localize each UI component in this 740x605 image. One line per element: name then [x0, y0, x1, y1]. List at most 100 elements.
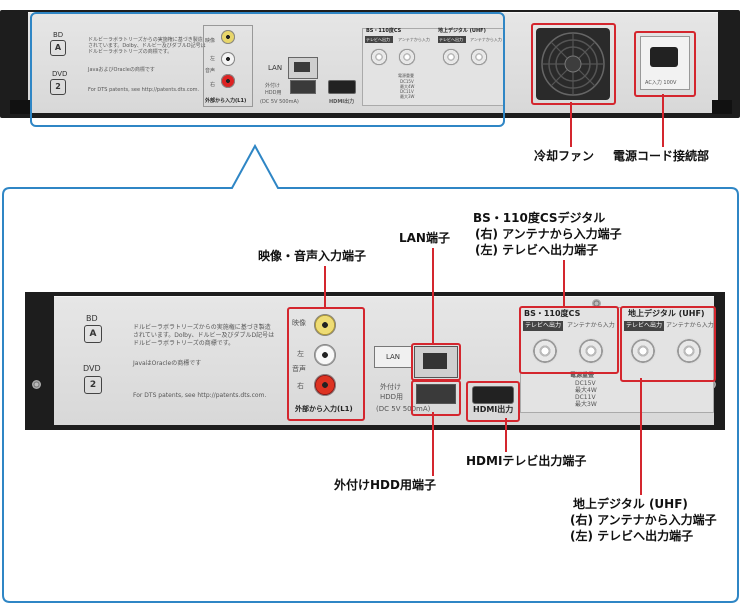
uhf-out-tag	[438, 36, 466, 43]
max4w-label: 最大4W	[400, 84, 415, 89]
device-foot-left	[10, 100, 30, 114]
hdd-label-2: HDD用	[265, 90, 282, 96]
detail-usb-port[interactable]	[416, 384, 456, 404]
hdmi-port[interactable]	[328, 80, 356, 94]
av-right-label: 右	[210, 82, 216, 88]
bs-out-tag	[365, 36, 393, 43]
detail-hdmi-port[interactable]	[472, 386, 514, 404]
av-caption: 外部から入力(L1)	[205, 98, 247, 104]
license-text-2: されています。Dolby、ドルビー及びダブルD記号は	[88, 43, 206, 49]
av-video-label: 映像	[205, 38, 216, 44]
bs-callout-line2: (右) アンテナから入力端子	[475, 227, 622, 241]
bs-out-label: テレビへ出力	[366, 37, 390, 42]
detail-bs-out-label: テレビへ出力	[525, 322, 562, 329]
detail-bs-in-connector[interactable]	[578, 338, 604, 364]
detail-license-3: ドルビーラボラトリーズの商標です。	[133, 340, 235, 347]
screw-top-icon	[592, 299, 601, 308]
detail-dvd-label: DVD	[83, 364, 101, 373]
hdd-label-3: (DC 5V 500mA)	[260, 99, 299, 105]
detail-dts-text: For DTS patents, see http://patents.dts.…	[133, 392, 267, 399]
java-text: JavaおよびOracleの商標です	[88, 67, 155, 73]
detail-av-caption: 外部から入力(L1)	[295, 405, 353, 413]
cooling-fan-grille-icon	[536, 28, 610, 100]
detail-bs-in-label: アンテナから入力	[567, 322, 615, 329]
power-callout-line	[662, 94, 664, 147]
hdd-callout-line	[432, 412, 434, 476]
detail-av-audio-label: 音声	[292, 365, 306, 373]
detail-license-2: されています。Dolby、ドルビー及びダブルD記号は	[133, 332, 275, 339]
av-input-group	[203, 25, 253, 107]
uhf-highlight	[620, 306, 716, 382]
hdmi-callout: HDMIテレビ出力端子	[466, 454, 587, 468]
detail-av-left-label: 左	[297, 350, 304, 358]
detail-max3w-label: 最大3W	[575, 401, 597, 408]
detail-uhf-title: 地上デジタル (UHF)	[628, 309, 705, 318]
dc15-label: DC15V	[400, 79, 414, 84]
detail-uhf-out-tag	[624, 321, 664, 331]
hdd-callout: 外付けHDD用端子	[334, 478, 436, 492]
uhf-in-connector[interactable]	[470, 48, 488, 66]
uhf-callout-line	[640, 378, 642, 495]
screw-left-icon	[32, 380, 41, 389]
lan-label: LAN	[268, 64, 283, 72]
detail-max4w-label: 最大4W	[575, 387, 597, 394]
detail-bd-logo-icon: A	[84, 325, 102, 343]
detail-hdd-label-1: 外付け	[380, 383, 401, 391]
max3w-label: 最大3W	[400, 94, 415, 99]
hdmi-highlight	[466, 381, 520, 422]
detail-java-text: JavaはOracleの商標です	[133, 360, 202, 367]
uhf-callout-line1: 地上デジタル (UHF)	[573, 497, 688, 511]
detail-uhf-out-connector[interactable]	[630, 338, 656, 364]
dvd-logo-icon: 2	[50, 79, 66, 95]
lan-port-inner-icon	[294, 62, 310, 72]
bs-highlight	[519, 306, 619, 374]
power-inlet-highlight	[634, 31, 696, 97]
detail-power-spec-label: 電源重畳	[570, 372, 595, 379]
av-left-label: 左	[210, 56, 216, 62]
detail-uhf-in-connector[interactable]	[676, 338, 702, 364]
video-jack-yellow[interactable]	[221, 30, 235, 44]
detail-hdd-label-2: HDD用	[380, 393, 404, 401]
zoom-source-frame	[30, 12, 505, 127]
lan-callout-line	[432, 248, 434, 344]
bs-callout-line	[563, 260, 565, 307]
dvd-label: DVD	[52, 70, 68, 78]
uhf-in-label: アンテナから入力	[470, 37, 502, 42]
bs-title: BS・110度CS	[366, 28, 402, 34]
detail-dvd-logo-icon: 2	[84, 376, 102, 394]
lan-callout: LAN端子	[399, 231, 450, 245]
hdd-label-1: 外付け	[265, 83, 281, 89]
detail-audio-jack-white[interactable]	[314, 344, 336, 366]
detail-lan-label-box: LAN	[374, 346, 412, 368]
detail-uhf-out-label: テレビへ出力	[626, 322, 663, 329]
bs-out-connector[interactable]	[370, 48, 388, 66]
detail-av-video-label: 映像	[292, 319, 306, 327]
detail-hdmi-label: HDMI出力	[473, 405, 514, 414]
detail-audio-jack-red[interactable]	[314, 374, 336, 396]
detail-license-1: ドルビーラボラトリーズからの実施権に基づき製造	[133, 324, 271, 331]
lan-highlight	[411, 343, 461, 381]
uhf-callout-line2: (右) アンテナから入力端子	[570, 513, 717, 527]
detail-dc11-label: DC11V	[575, 394, 596, 401]
hdmi-label: HDMI出力	[329, 99, 355, 105]
uhf-out-connector[interactable]	[442, 48, 460, 66]
license-text-3: ドルビーラボラトリーズの商標です。	[88, 49, 173, 55]
detail-video-jack-yellow[interactable]	[314, 314, 336, 336]
power-inlet-socket-icon[interactable]	[650, 47, 678, 67]
bs-in-connector[interactable]	[398, 48, 416, 66]
fan-callout: 冷却ファン	[534, 149, 595, 163]
detail-bd-label: BD	[86, 314, 98, 323]
audio-jack-white[interactable]	[221, 52, 235, 66]
bs-in-label: アンテナから入力	[398, 37, 430, 42]
av-input-highlight	[287, 307, 365, 421]
detail-lan-port[interactable]	[414, 346, 458, 378]
detail-bs-title: BS・110度CS	[524, 309, 581, 318]
audio-jack-red[interactable]	[221, 74, 235, 88]
detail-bs-out-connector[interactable]	[532, 338, 558, 364]
detail-dc15-label: DC15V	[575, 380, 596, 387]
fan-highlight	[531, 23, 616, 105]
bd-label: BD	[53, 31, 64, 39]
usb-port[interactable]	[290, 80, 316, 94]
uhf-out-label: テレビへ出力	[439, 37, 463, 42]
uhf-title: 地上デジタル (UHF)	[438, 28, 486, 34]
